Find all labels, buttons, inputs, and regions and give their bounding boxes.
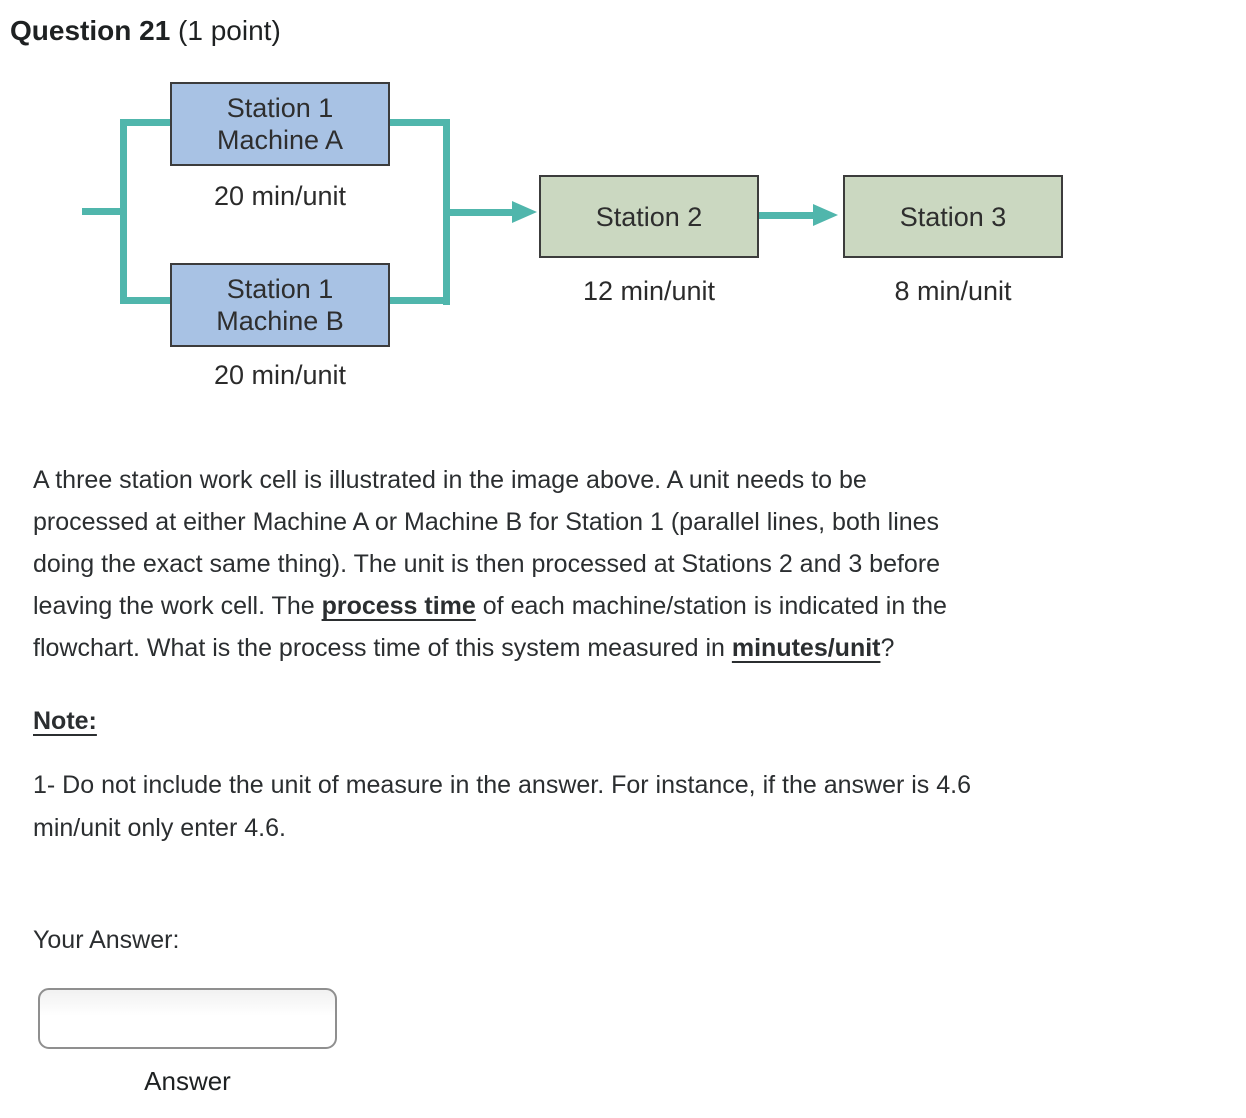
station2-box: Station 2 (539, 175, 759, 258)
station1-machineB-title: Station 1 (226, 274, 334, 304)
question-number: Question 21 (10, 15, 171, 46)
station1-machineA-rate-label: 20 min/unit (213, 181, 347, 211)
text-line: doing the exact same thing). The unit is… (33, 550, 941, 578)
connector-line-bottom-left (120, 297, 172, 304)
text-line: min/unit only enter 4.6. (33, 814, 286, 842)
note-heading-label: Note: (33, 707, 97, 735)
station3-rate-label: 8 min/unit (894, 276, 1012, 306)
station3-box: Station 3 (843, 175, 1063, 258)
note-heading: Note: (33, 700, 97, 742)
question-text: A three station work cell is illustrated… (33, 459, 947, 669)
answer-caption-label: Answer (144, 1066, 231, 1096)
question-points: (1 point) (170, 15, 281, 46)
arrow-to-station3-shaft (758, 212, 815, 219)
connector-line-right-vertical (443, 119, 450, 305)
text-line: flowchart. What is the process time of t… (33, 634, 895, 662)
text-line: A three station work cell is illustrated… (33, 466, 867, 494)
text-line: processed at either Machine A or Machine… (33, 508, 940, 536)
connector-line-top-left (120, 119, 172, 126)
arrow-to-station2-head-icon (512, 201, 537, 223)
connector-line-left-vertical (120, 119, 127, 304)
arrow-to-station3-head-icon (813, 204, 838, 226)
station1-machineB-box: Station 1 Machine B (170, 263, 390, 347)
arrow-to-station2-shaft (448, 209, 514, 216)
work-cell-flow-diagram: Station 1 Machine A Station 1 Machine B … (0, 0, 1246, 440)
station1-machineB-subtitle: Machine B (216, 306, 344, 336)
connector-line-bottom-right (388, 297, 445, 304)
connector-line-inlet (82, 208, 122, 215)
station1-machineA-subtitle: Machine A (216, 125, 344, 155)
station3-title: Station 3 (899, 201, 1007, 232)
answer-input[interactable] (38, 988, 337, 1049)
station1-machineA-title: Station 1 (226, 93, 334, 123)
station2-rate-label: 12 min/unit (582, 276, 716, 306)
text-line: leaving the work cell. The process time … (33, 592, 947, 620)
station1-machineB-rate-label: 20 min/unit (213, 360, 347, 390)
station2-title: Station 2 (595, 201, 703, 232)
text-line: 1- Do not include the unit of measure in… (33, 771, 972, 799)
question-heading: Question 21 (1 point) (10, 14, 281, 48)
note-body: 1- Do not include the unit of measure in… (33, 764, 971, 850)
station1-machineA-box: Station 1 Machine A (170, 82, 390, 166)
your-answer-label: Your Answer: (33, 926, 180, 954)
connector-line-top-right (388, 119, 450, 126)
